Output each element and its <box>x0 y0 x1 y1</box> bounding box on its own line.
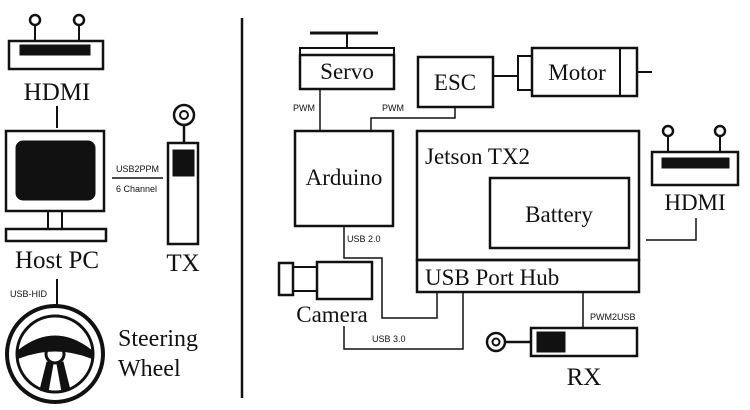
usb2-link-label: USB 2.0 <box>347 234 381 244</box>
steering-wheel-label-line1: Steering <box>118 326 198 352</box>
battery-box <box>488 176 631 250</box>
battery-label: Battery <box>525 202 593 227</box>
camera-icon <box>277 260 374 301</box>
esc-label: ESC <box>434 70 476 95</box>
jetson-tx2-label: Jetson TX2 <box>425 144 530 169</box>
servo-icon <box>298 31 396 91</box>
hdmi-right-label: HDMI <box>664 190 725 215</box>
host-pc-monitor-icon <box>4 129 108 243</box>
camera-label: Camera <box>296 302 368 327</box>
hdmi-display-left-icon <box>7 13 105 71</box>
usb-hid-link-label: USB-HID <box>10 289 48 299</box>
pwm-servo-link-label: PWM <box>293 103 315 113</box>
rx-receiver-icon <box>485 326 639 358</box>
host-pc-label: Host PC <box>15 247 99 274</box>
rx-label: RX <box>567 364 602 391</box>
steering-wheel-icon <box>5 304 105 404</box>
tx-label: TX <box>166 250 199 277</box>
servo-label: Servo <box>320 59 374 84</box>
arduino-label: Arduino <box>306 165 383 190</box>
motor-label: Motor <box>548 60 606 85</box>
usb-port-hub-box <box>415 258 641 294</box>
pwm2usb-link-label: PWM2USB <box>590 312 636 322</box>
usb3-link-label: USB 3.0 <box>372 334 406 344</box>
usb-port-hub-label: USB Port Hub <box>425 265 559 290</box>
six-channel-link-label: 6 Channel <box>116 184 157 194</box>
hdmi-left-label: HDMI <box>24 79 91 106</box>
pwm-esc-link-label: PWM <box>382 103 404 113</box>
steering-wheel-label-line2: Wheel <box>118 356 181 382</box>
tx-transmitter-icon <box>166 103 200 246</box>
hdmi-display-right-icon <box>650 124 740 187</box>
motor-icon <box>517 46 652 98</box>
usb2ppm-link-label: USB2PPM <box>116 164 159 174</box>
